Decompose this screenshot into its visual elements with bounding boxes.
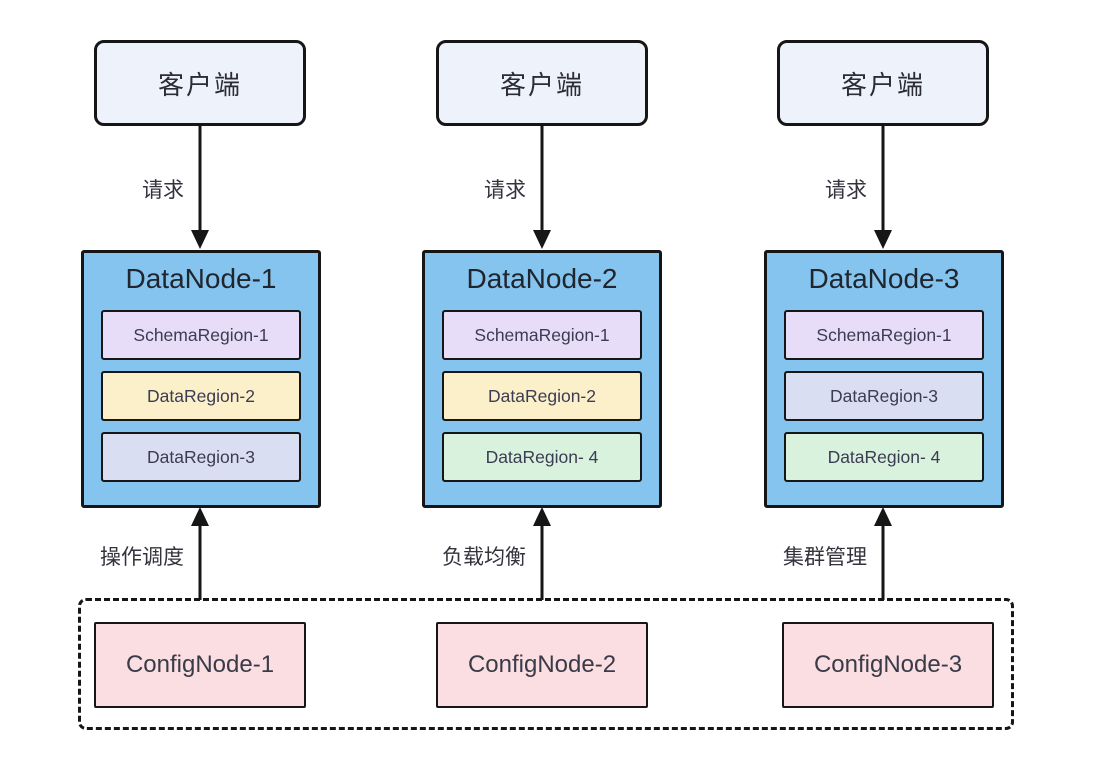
region-box: DataRegion- 4 <box>442 432 642 482</box>
cluster-manage-label: 集群管理 <box>783 546 867 569</box>
region-box: DataRegion-2 <box>101 371 301 421</box>
region-box: SchemaRegion-1 <box>442 310 642 360</box>
region-label: DataRegion-3 <box>147 446 255 467</box>
scheduling-label: 操作调度 <box>100 546 184 569</box>
datanode-title: DataNode-2 <box>466 263 618 294</box>
request-label: 请求 <box>825 179 867 202</box>
client-label: 客户端 <box>840 69 925 100</box>
client-box-3: 客户端 <box>777 40 989 126</box>
config-arrow-up-1 <box>191 507 209 600</box>
region-box: DataRegion-2 <box>442 371 642 421</box>
region-label: DataRegion-2 <box>488 385 596 406</box>
confignode-label: ConfigNode-3 <box>813 651 963 678</box>
config-arrow-up-3 <box>874 507 892 600</box>
client-label: 客户端 <box>499 69 584 100</box>
load-balance-label: 负载均衡 <box>442 546 526 569</box>
client-label: 客户端 <box>157 69 242 100</box>
client-box-1: 客户端 <box>94 40 306 126</box>
region-box: SchemaRegion-1 <box>784 310 984 360</box>
region-box: DataRegion- 4 <box>784 432 984 482</box>
region-label: DataRegion- 4 <box>827 446 941 467</box>
region-box: DataRegion-3 <box>784 371 984 421</box>
datanode-box-2: DataNode-2 SchemaRegion-1 DataRegion-2 D… <box>422 250 662 508</box>
region-label: DataRegion- 4 <box>485 446 599 467</box>
request-arrow-down-3 <box>874 124 892 249</box>
datanode-title: DataNode-1 <box>125 263 277 294</box>
region-label: SchemaRegion-1 <box>816 324 952 345</box>
region-label: DataRegion-3 <box>830 385 938 406</box>
region-box: DataRegion-3 <box>101 432 301 482</box>
confignode-box-2: ConfigNode-2 <box>436 622 648 708</box>
datanode-box-3: DataNode-3 SchemaRegion-1 DataRegion-3 D… <box>764 250 1004 508</box>
config-arrow-up-2 <box>533 507 551 600</box>
request-arrow-down-2 <box>533 124 551 249</box>
confignode-label: ConfigNode-2 <box>467 651 617 678</box>
region-box: SchemaRegion-1 <box>101 310 301 360</box>
confignode-box-3: ConfigNode-3 <box>782 622 994 708</box>
confignode-label: ConfigNode-1 <box>125 651 275 678</box>
confignode-box-1: ConfigNode-1 <box>94 622 306 708</box>
region-list: SchemaRegion-1 DataRegion-2 DataRegion- … <box>442 310 642 482</box>
region-label: SchemaRegion-1 <box>133 324 269 345</box>
client-box-2: 客户端 <box>436 40 648 126</box>
request-label: 请求 <box>484 179 526 202</box>
region-label: SchemaRegion-1 <box>474 324 610 345</box>
request-label: 请求 <box>142 179 184 202</box>
confignode-cluster-container <box>78 598 1014 730</box>
request-arrow-down-1 <box>191 124 209 249</box>
datanode-box-1: DataNode-1 SchemaRegion-1 DataRegion-2 D… <box>81 250 321 508</box>
region-list: SchemaRegion-1 DataRegion-3 DataRegion- … <box>784 310 984 482</box>
datanode-title: DataNode-3 <box>808 263 960 294</box>
region-label: DataRegion-2 <box>147 385 255 406</box>
region-list: SchemaRegion-1 DataRegion-2 DataRegion-3 <box>101 310 301 482</box>
